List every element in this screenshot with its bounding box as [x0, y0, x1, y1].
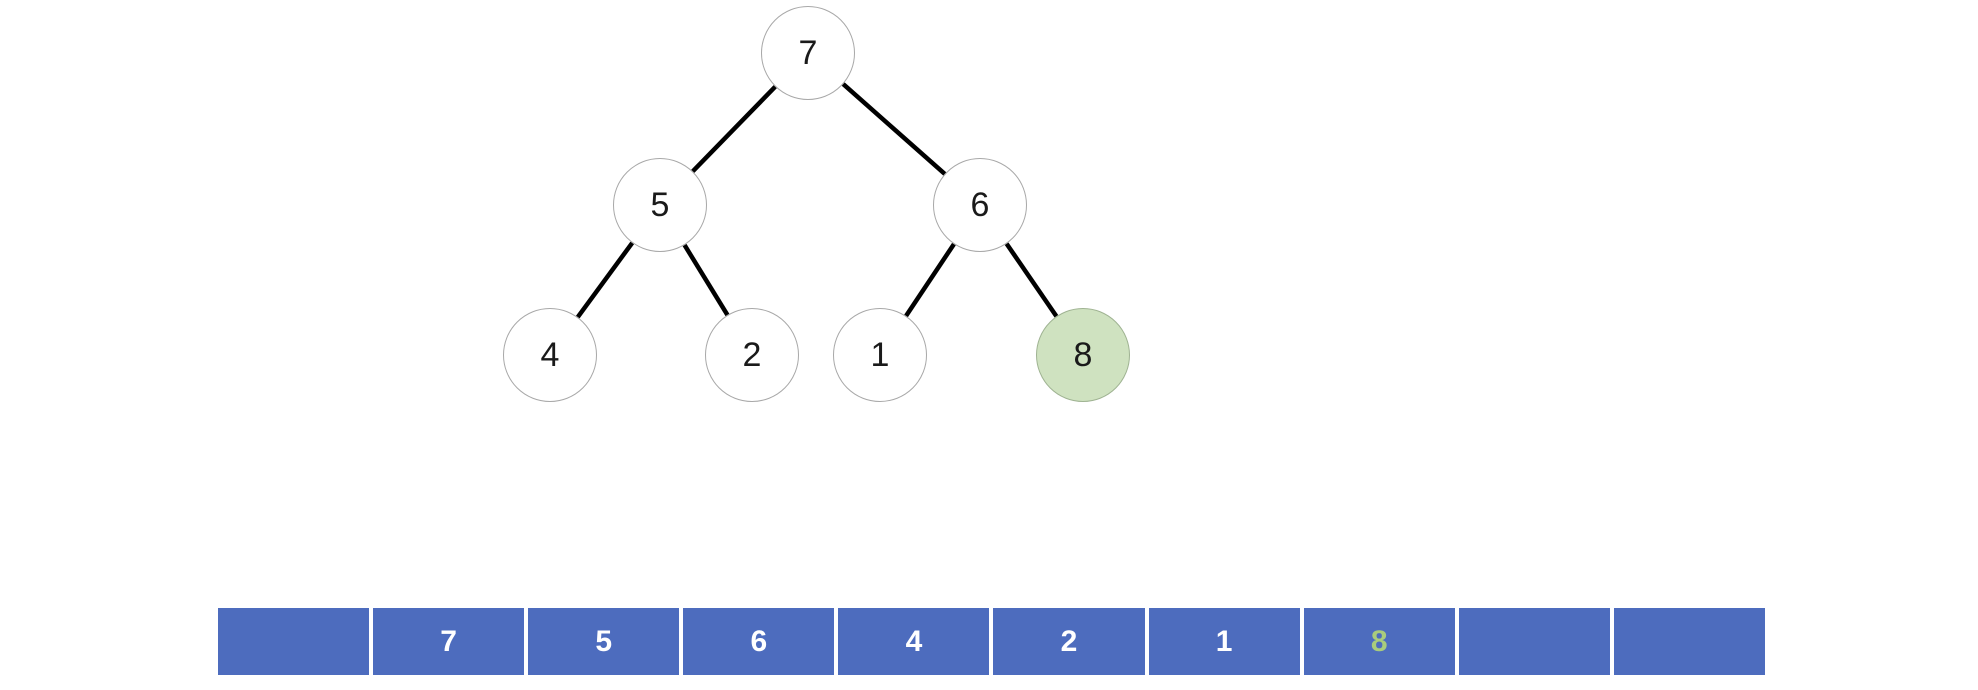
tree-node-7[interactable]: 7 [761, 6, 855, 100]
array-cell-value: 5 [595, 624, 613, 658]
array-cell-value: 1 [1215, 624, 1233, 658]
tree-node-label: 5 [650, 186, 670, 224]
tree-node-label: 1 [870, 336, 890, 374]
array-cell-0[interactable] [218, 608, 370, 675]
tree-node-6[interactable]: 6 [933, 158, 1027, 252]
array-cell-9[interactable] [1613, 608, 1765, 675]
tree-node-label: 6 [970, 186, 990, 224]
tree-edge-group [575, 82, 1059, 319]
array-cell-1[interactable]: 7 [373, 608, 525, 675]
tree-edge-7-6 [841, 82, 947, 176]
array-cell-5[interactable]: 2 [993, 608, 1145, 675]
array-cell-value: 4 [905, 624, 923, 658]
tree-node-8[interactable]: 8 [1036, 308, 1130, 402]
tree-edge-6-1 [904, 242, 956, 318]
tree-edge-7-5 [691, 85, 777, 173]
tree-node-5[interactable]: 5 [613, 158, 707, 252]
tree-node-2[interactable]: 2 [705, 308, 799, 402]
tree-edge-5-4 [575, 241, 635, 319]
array-cell-7[interactable]: 8 [1303, 608, 1455, 675]
array-cell-value: 7 [440, 624, 457, 658]
tree-node-4[interactable]: 4 [503, 308, 597, 402]
array-cell-3[interactable]: 6 [683, 608, 835, 675]
array-cell-value: 6 [750, 624, 768, 658]
tree-node-1[interactable]: 1 [833, 308, 927, 402]
array-cell-value: 2 [1060, 624, 1078, 658]
tree-node-label: 7 [798, 34, 818, 72]
array-cell-2[interactable]: 5 [528, 608, 680, 675]
array-cell-4[interactable]: 4 [838, 608, 990, 675]
binary-tree-diagram: 7 5 6 4 2 1 8 [503, 6, 1130, 402]
tree-edge-5-2 [682, 243, 730, 317]
tree-edge-6-8 [1004, 242, 1059, 318]
tree-node-label: 2 [742, 336, 762, 374]
tree-edges-layer [575, 82, 1059, 319]
array-cell-8[interactable] [1458, 608, 1610, 675]
tree-node-label: 4 [540, 336, 560, 374]
array-cell-value: 8 [1370, 624, 1388, 658]
heap-array: 7 5 6 4 2 1 8 [218, 608, 1765, 675]
array-cell-6[interactable]: 1 [1148, 608, 1300, 675]
tree-node-label: 8 [1073, 336, 1093, 374]
